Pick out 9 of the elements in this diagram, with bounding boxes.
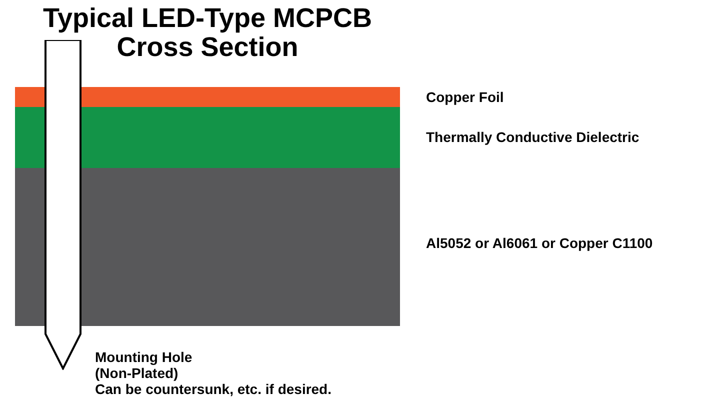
layer-label: Thermally Conductive Dielectric xyxy=(426,129,640,145)
title: Typical LED-Type MCPCB Cross Section xyxy=(42,4,374,62)
mounting-hole xyxy=(44,40,82,370)
hole-note: Can be countersunk, etc. if desired. xyxy=(95,381,333,397)
metal-base-layer xyxy=(15,168,400,326)
layer-label: Copper Foil xyxy=(426,89,504,105)
hole-note: Mounting Hole (Non-Plated) xyxy=(95,349,194,381)
dielectric-layer xyxy=(15,107,400,168)
layer-label: Al5052 or Al6061 or Copper C1100 xyxy=(426,235,653,251)
